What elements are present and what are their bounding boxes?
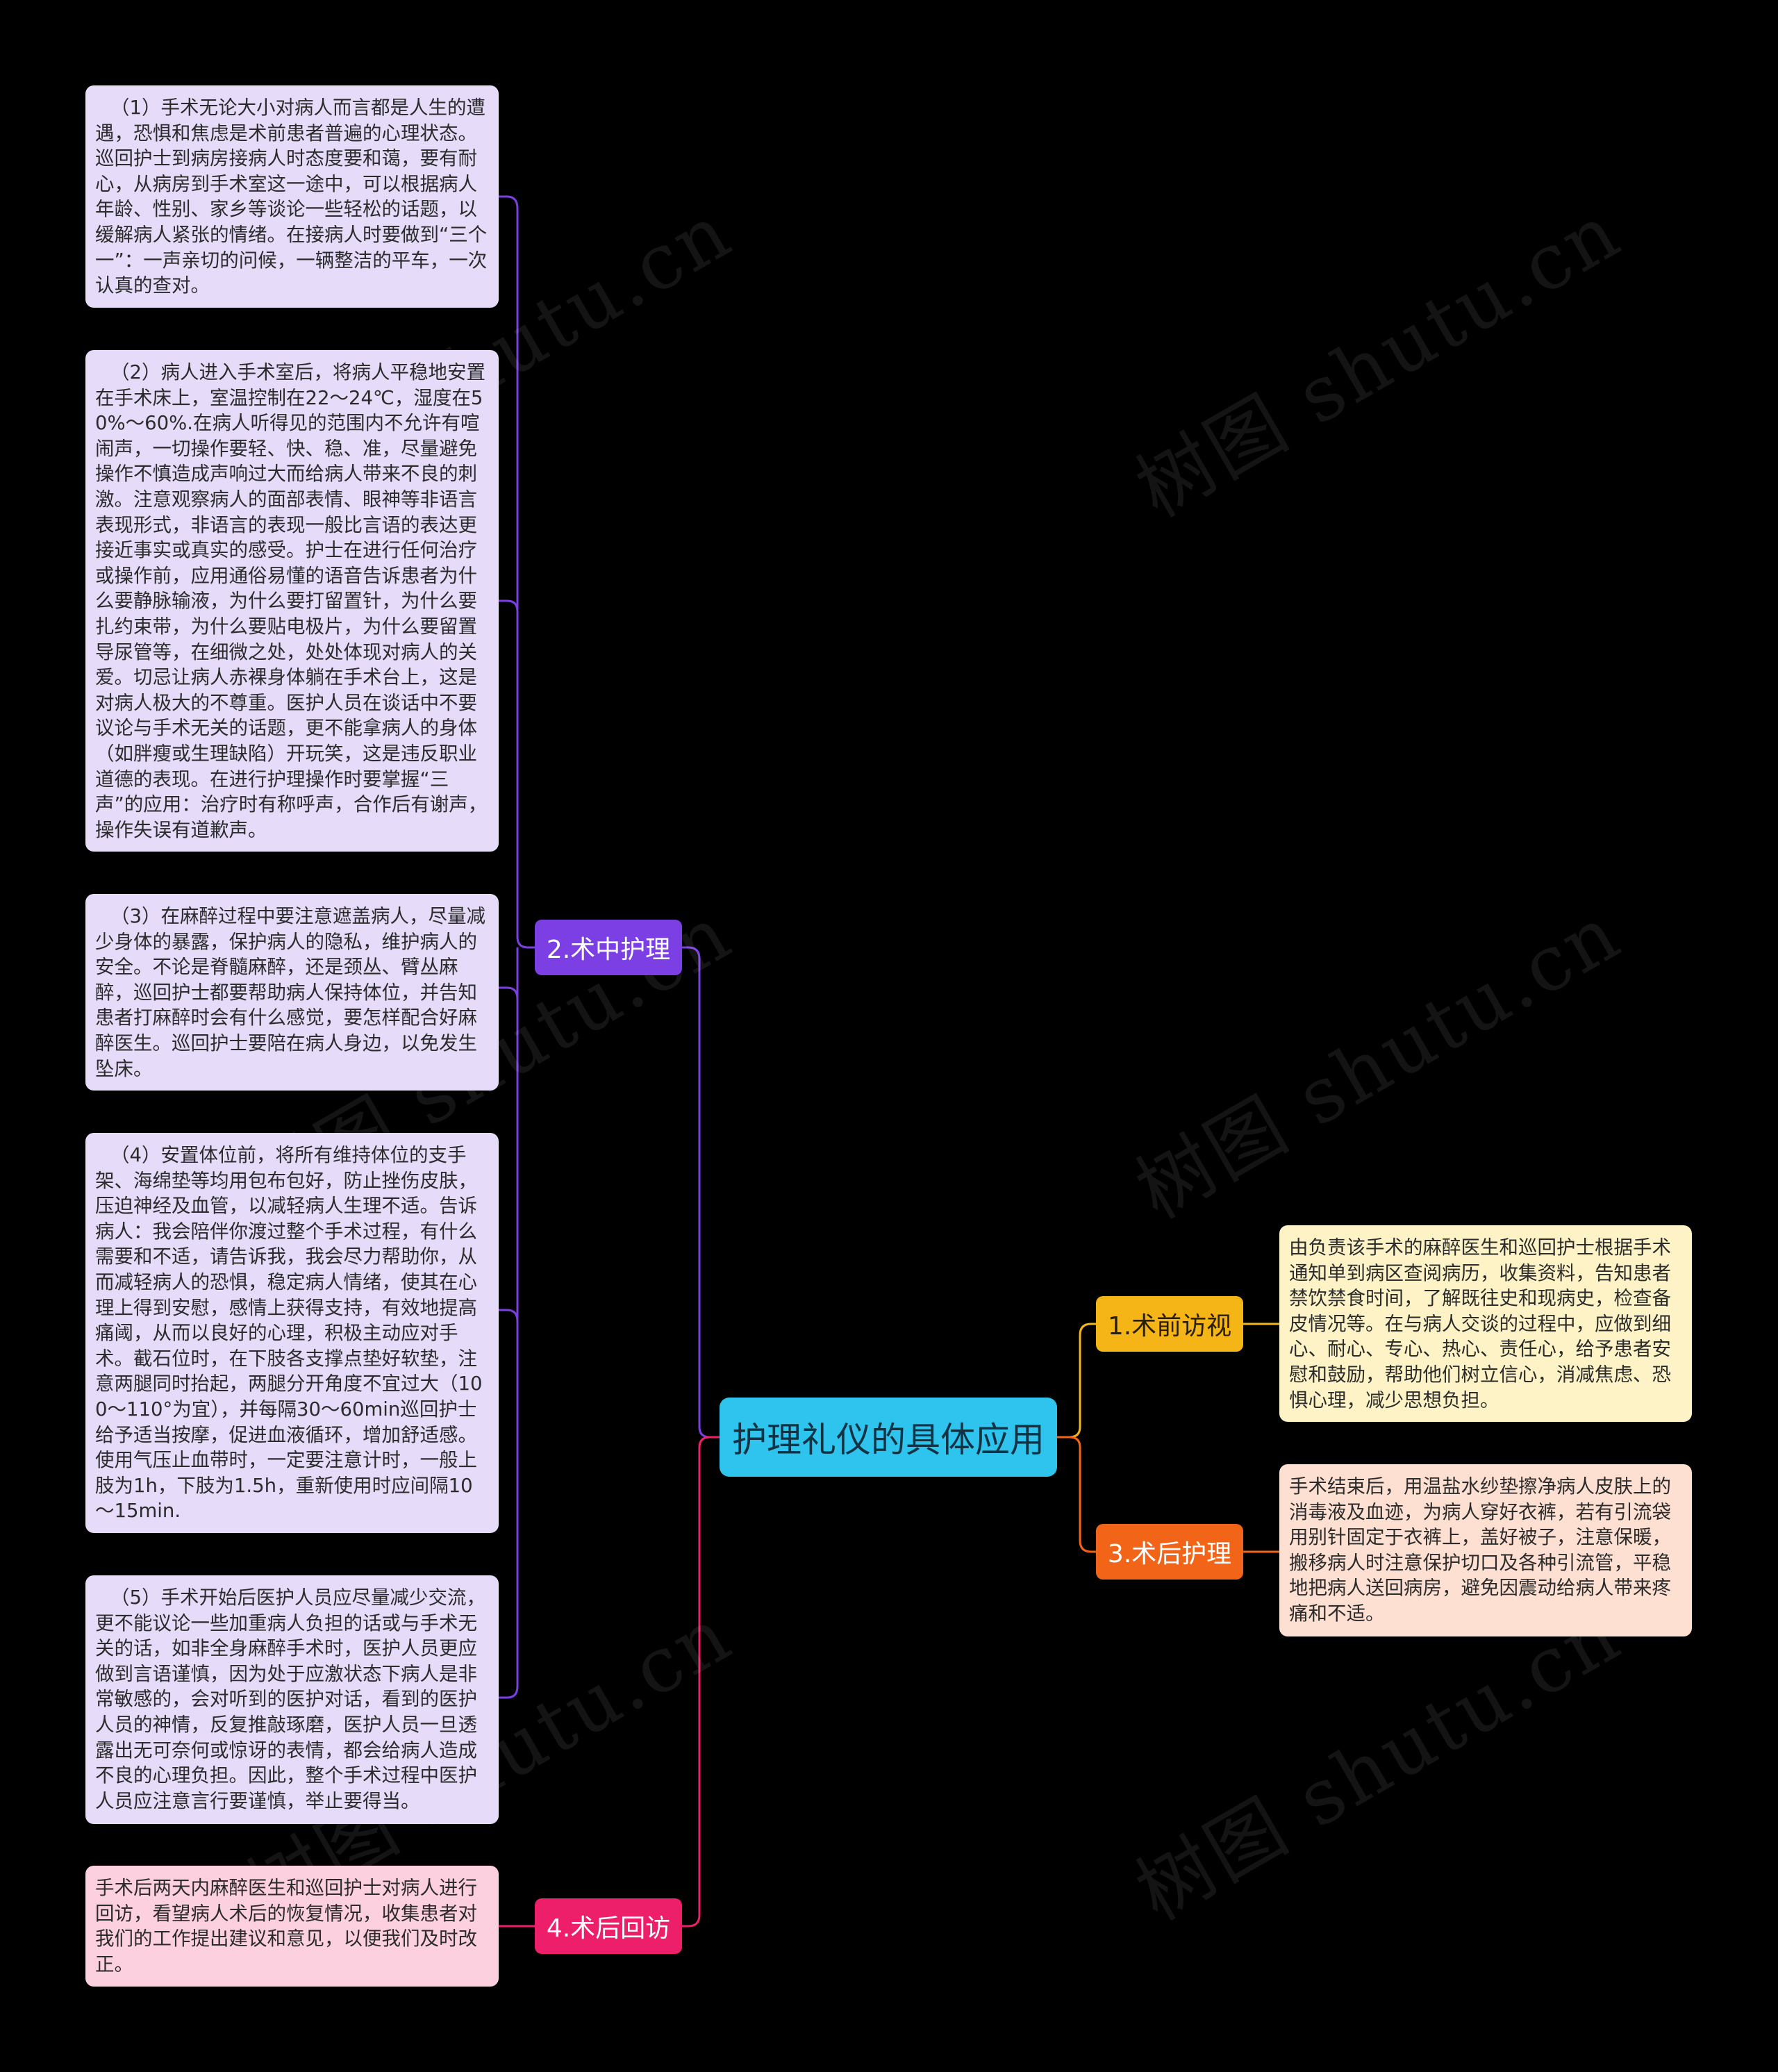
link-intra-note2: [499, 599, 519, 612]
note-intra-1: （1）手术无论大小对病人而言都是人生的遭遇，恐惧和焦虑是术前患者普遍的心理状态。…: [85, 85, 499, 308]
note-intra-2: （2）病人进入手术室后，将病人平稳地安置在手术床上，室温控制在22～24℃，湿度…: [85, 350, 499, 852]
link-intra-note4: [499, 1309, 519, 1322]
link-root-visit: [682, 1436, 720, 1928]
branch-pre-op-visit[interactable]: 1.术前访视: [1096, 1296, 1243, 1352]
note-intra-5: （5）手术开始后医护人员应尽量减少交流，更不能议论一些加重病人负担的话或与手术无…: [85, 1575, 499, 1824]
note-intra-3: （3）在麻醉过程中要注意遮盖病人，尽量减少身体的暴露，保护病人的隐私，维护病人的…: [85, 894, 499, 1091]
link-root-intra: [682, 946, 720, 1439]
link-root-post: [1057, 1436, 1096, 1553]
note-pre-op-visit: 由负责该手术的麻醉医生和巡回护士根据手术通知单到病区查阅病历，收集资料，告知患者…: [1279, 1225, 1692, 1422]
link-intra-notes: [499, 195, 535, 949]
note-intra-4: （4）安置体位前，将所有维持体位的支手架、海绵垫等均用包布包好，防止挫伤皮肤，压…: [85, 1133, 499, 1533]
note-followup: 手术后两天内麻醉医生和巡回护士对病人进行回访，看望病人术后的恢复情况，收集患者对…: [85, 1866, 499, 1987]
link-intra-note3: [499, 986, 519, 1000]
note-post-op-care: 手术结束后，用温盐水纱垫擦净病人皮肤上的消毒液及血迹，为病人穿好衣裤，若有引流袋…: [1279, 1464, 1692, 1636]
branch-post-op-care[interactable]: 3.术后护理: [1096, 1524, 1243, 1580]
link-root-pre: [1057, 1323, 1096, 1439]
root-topic[interactable]: 护理礼仪的具体应用: [720, 1398, 1057, 1477]
branch-intra-op-care[interactable]: 2.术中护理: [535, 920, 682, 975]
link-intra-notes-lower: [499, 947, 519, 1699]
branch-post-op-followup[interactable]: 4.术后回访: [535, 1898, 682, 1954]
